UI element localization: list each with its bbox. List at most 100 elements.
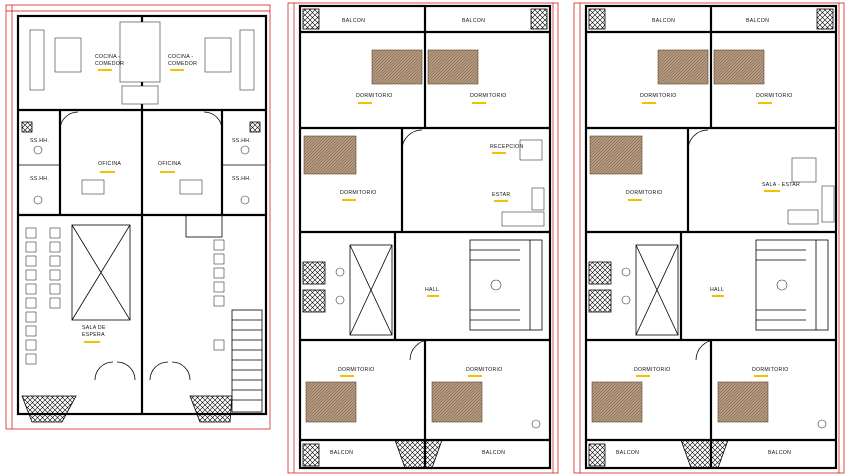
dimension-frame: [5, 4, 271, 430]
room-label-dormitorio: DORMITORIO: [626, 190, 663, 196]
sofa: [821, 185, 835, 223]
room-label-dormitorio: DORMITORIO: [466, 367, 503, 373]
void-outline: [71, 224, 131, 321]
staircase: [469, 239, 543, 331]
shaft: [249, 121, 261, 133]
room-label-dormitorio: DORMITORIO: [340, 190, 377, 196]
room-label-dormitorio: DORMITORIO: [634, 367, 671, 373]
sofa: [531, 187, 545, 211]
kitchen-counter: [29, 29, 45, 91]
room-label-balcon: BALCON: [342, 18, 365, 24]
sofa: [501, 211, 545, 227]
plan-upper-floor-a: BALCON BALCON DORMITORIO DORMITORIO DORM…: [287, 2, 559, 474]
toilet-icon: [335, 267, 345, 277]
door-swing: [203, 111, 223, 131]
dimension-frame: [287, 2, 559, 474]
planter: [189, 395, 233, 423]
room-label-sshh: SS.HH.: [232, 138, 251, 144]
room-label-hall: HALL: [710, 287, 724, 293]
room-label-sala-estar: SALA - ESTAR: [762, 182, 800, 188]
room-label-sshh: SS.HH.: [30, 176, 49, 182]
staircase: [231, 309, 263, 413]
shaft: [588, 8, 606, 30]
room-label-cocina: COCINA -: [95, 54, 120, 60]
room-label-comedor: COMEDOR: [168, 61, 197, 67]
bed: [713, 49, 765, 85]
shaft: [302, 289, 326, 313]
room-label-sala: SALA DE: [82, 325, 106, 331]
room-label-estar: ESTAR: [492, 192, 510, 198]
bed: [303, 135, 357, 175]
shaft: [588, 289, 612, 313]
bed: [371, 49, 423, 85]
shaft: [21, 121, 33, 133]
door-swing: [59, 111, 79, 131]
room-label-hall: HALL: [425, 287, 439, 293]
shaft: [588, 443, 606, 467]
room-label-dormitorio: DORMITORIO: [756, 93, 793, 99]
dimension-frame: [573, 2, 845, 474]
kitchen-island: [119, 21, 161, 83]
door-swing: [401, 129, 423, 151]
planter: [680, 439, 729, 469]
toilet-icon: [776, 279, 788, 291]
stair-treads: [756, 240, 817, 330]
bed: [591, 381, 643, 423]
room-label-dormitorio: DORMITORIO: [338, 367, 375, 373]
room-label-balcon: BALCON: [768, 450, 791, 456]
staircase: [185, 214, 223, 238]
room-label-balcon: BALCON: [652, 18, 675, 24]
room-label-oficina: OFICINA: [158, 161, 181, 167]
void-outline: [349, 244, 393, 336]
shaft: [302, 8, 320, 30]
toilet-icon: [621, 267, 631, 277]
stair-treads: [232, 319, 262, 401]
void-cross: [349, 244, 393, 336]
room-label-espera: ESPERA: [82, 332, 105, 338]
sink: [121, 85, 159, 105]
waiting-chairs: [25, 227, 225, 365]
bed: [717, 381, 769, 423]
door-swing: [94, 361, 191, 381]
room-label-balcon: BALCON: [330, 450, 353, 456]
void-outline: [635, 244, 679, 336]
bed: [589, 135, 643, 175]
shaft: [816, 8, 834, 30]
room-label-dormitorio: DORMITORIO: [356, 93, 393, 99]
reception-desk: [519, 139, 543, 161]
void-cross: [71, 224, 131, 321]
room-label-dormitorio: DORMITORIO: [640, 93, 677, 99]
shaft: [530, 8, 548, 30]
desk: [179, 179, 203, 195]
toilet-icon: [240, 195, 250, 205]
armchair: [791, 157, 817, 183]
bed: [305, 381, 357, 423]
toilet-icon: [490, 279, 502, 291]
plan-ground-floor: COCINA - COMEDOR COCINA - COMEDOR SS.HH.…: [5, 4, 271, 430]
room-label-oficina: OFICINA: [98, 161, 121, 167]
void-cross: [635, 244, 679, 336]
room-label-recepcion: RECEPCION: [490, 144, 524, 150]
room-label-balcon: BALCON: [746, 18, 769, 24]
sofa: [787, 209, 819, 225]
door-swing: [687, 129, 709, 151]
room-label-balcon: BALCON: [462, 18, 485, 24]
toilet-icon: [531, 419, 541, 429]
toilet-icon: [33, 145, 43, 155]
kitchen-counter: [239, 29, 255, 91]
room-label-comedor: COMEDOR: [95, 61, 124, 67]
shaft: [302, 443, 320, 467]
room-label-sshh: SS.HH.: [232, 176, 251, 182]
desk: [81, 179, 105, 195]
room-label-sshh: SS.HH.: [30, 138, 49, 144]
room-label-balcon: BALCON: [482, 450, 505, 456]
bed: [427, 49, 479, 85]
toilet-icon: [621, 295, 631, 305]
toilet-icon: [335, 295, 345, 305]
dining-table: [54, 37, 82, 73]
door-swing: [409, 339, 431, 361]
room-label-balcon: BALCON: [616, 450, 639, 456]
planter: [394, 439, 443, 469]
door-swing: [695, 339, 717, 361]
